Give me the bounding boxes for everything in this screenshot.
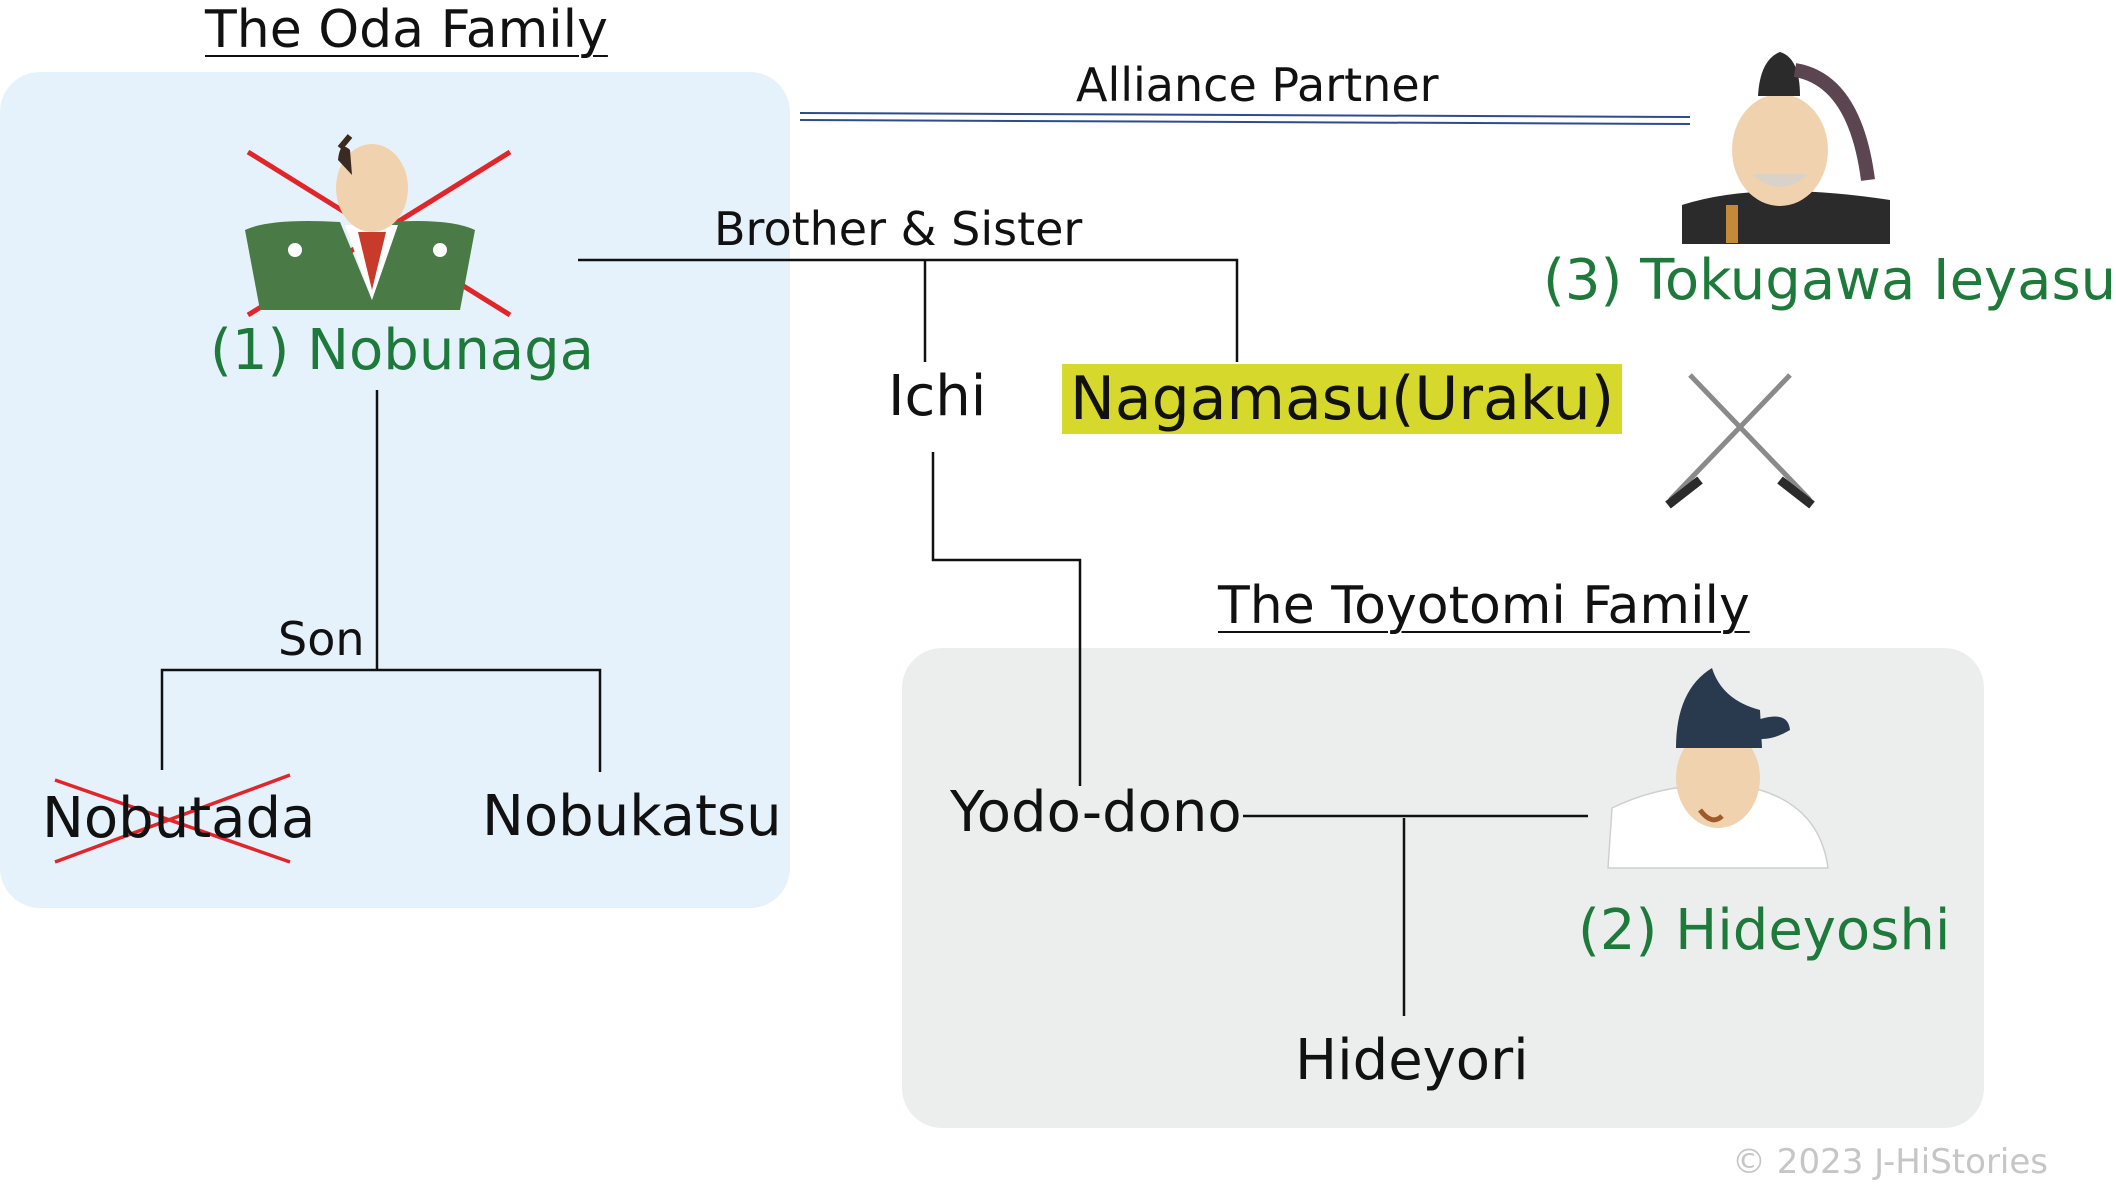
sons-branch-line [160, 668, 602, 772]
crossed-swords-icon [1665, 373, 1815, 509]
nobunaga-name: (1) Nobunaga [210, 318, 594, 383]
hideyoshi-name: (2) Hideyoshi [1578, 898, 1951, 963]
nobutada-name: Nobutada [42, 786, 316, 851]
tokugawa-portrait-icon [1682, 52, 1890, 244]
sibling-line [578, 258, 1239, 362]
nagamasu-name: Nagamasu(Uraku) [1062, 364, 1623, 434]
nobukatsu-name: Nobukatsu [482, 784, 782, 849]
brother-sister-label: Brother & Sister [714, 202, 1083, 256]
nobutada-cross-a [54, 778, 291, 864]
toyotomi-family-heading: The Toyotomi Family [1218, 576, 1750, 636]
hideyori-name: Hideyori [1295, 1028, 1529, 1093]
ichi-to-yodo-line [931, 452, 1082, 786]
tokugawa-name: (3) Tokugawa Ieyasu [1543, 248, 2116, 313]
copyright-notice: © 2023 J-HiStories [1732, 1142, 2049, 1182]
hideyoshi-portrait-icon [1607, 668, 1829, 869]
toyotomi-family-panel [902, 648, 1984, 1128]
alliance-partner-label: Alliance Partner [1076, 58, 1439, 112]
son-label: Son [278, 612, 365, 666]
alliance-line-upper [799, 112, 1691, 118]
yodo-dono-name: Yodo-dono [950, 780, 1242, 845]
nobutada-cross-b [54, 773, 291, 864]
alliance-line-lower [799, 119, 1691, 125]
nobunaga-portrait-icon [245, 134, 475, 310]
ichi-name: Ichi [888, 364, 987, 429]
oda-family-heading: The Oda Family [205, 0, 608, 60]
connector-lines [54, 52, 1890, 1016]
